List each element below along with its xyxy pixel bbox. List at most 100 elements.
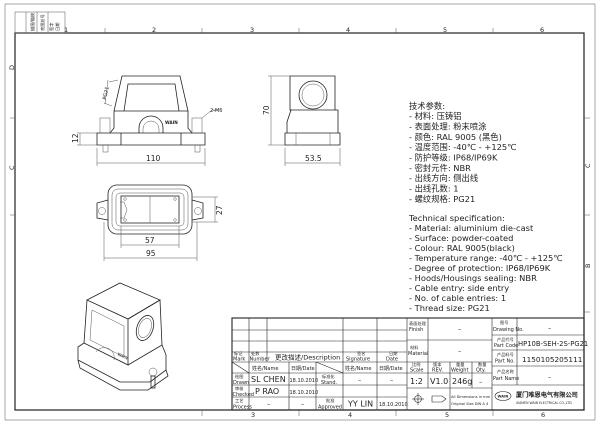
company-logo: WAIN (494, 391, 512, 401)
spec-cn-line: - 材料: 压铸铝 (409, 111, 462, 121)
row-marker: D (8, 65, 16, 70)
approved-label: Approved (318, 405, 342, 411)
process-label-cn: 工艺 (235, 398, 243, 403)
front-view: WAIN 110 12 PG21 2-M6 (71, 75, 222, 166)
size-note: Original Size DIN A 4 (451, 402, 489, 406)
row-marker: B (584, 264, 592, 268)
qty-label: Qty. (476, 368, 486, 374)
drawn-date: 18.10.2010 (290, 378, 319, 384)
part-code-label: Part Code (494, 343, 518, 349)
drawn-name: SL CHEN (251, 375, 286, 384)
spec-en-line: - Temperature range: -40℃ - +125℃ (409, 253, 563, 263)
iso-logo: WAIN (117, 351, 129, 360)
date-label: Date (386, 357, 398, 363)
finish-label-cn: 表面处理 (409, 320, 427, 327)
spec-en-line: - Surface: powder-coated (409, 233, 513, 243)
dim-height-top: 27 (215, 205, 224, 215)
spec-en-line: - Colour: RAL 9005(black) (409, 243, 515, 253)
thread-label: PG21 (102, 86, 111, 100)
name-header: 姓名/Name (252, 365, 278, 372)
part-name-label-cn: 产品名称 (497, 368, 514, 375)
corner-stamp: 描图/描校 底图总号 签字 日期 (14, 11, 66, 34)
screw-label: 2-M6 (210, 108, 222, 114)
corner-label: 签字 (48, 23, 54, 31)
signature-label: Signature (346, 357, 370, 363)
col-marker: 6 (540, 26, 544, 34)
side-view: 70 53.5 (262, 75, 341, 166)
spec-en-line: - Degree of protection: IP68/IP69K (409, 263, 551, 273)
title-block: 标记 Mark 处数 Number 更改描述/Description 签名 Si… (231, 317, 588, 411)
drawing-no-value: – (548, 324, 551, 332)
spec-cn-line: - 出线孔数: 1 (409, 184, 459, 194)
mark-label: Mark (233, 357, 245, 363)
material-value: – (458, 347, 461, 355)
rev-value: V1.0 (430, 377, 448, 386)
col-marker: 1 (64, 26, 68, 34)
col-marker: 3 (250, 26, 254, 34)
rev-label-cn: 版本 (433, 361, 442, 368)
row-marker: C (8, 165, 16, 170)
spec-en: Technical specification: - Material: alu… (408, 213, 563, 313)
dim-height-side: 70 (262, 105, 271, 115)
number-label: Number (250, 357, 271, 363)
spec-cn-line: 技术参数: (409, 101, 445, 111)
company-name-en: XIAMEN WAIN ELECTRICAL CO.,LTD (516, 401, 572, 405)
approved-label-cn: 批准 (326, 397, 334, 404)
drawing-no-label: Drawing No. (493, 327, 524, 333)
col-marker: 4 (346, 26, 350, 34)
col-marker: 5 (443, 26, 447, 34)
spec-cn: 技术参数: - 材料: 压铸铝 - 表面处理: 粉末喷涂 - 颜色: RAL 9… (409, 101, 517, 204)
date-header: 日期/Date (379, 366, 403, 372)
finish-label: Finish (409, 327, 423, 333)
sheet-border (4, 3, 596, 421)
description-label: 更改描述/Description (275, 353, 340, 362)
isometric-view: WAIN (77, 282, 169, 391)
spec-cn-line: - 螺纹规格: PG21 (409, 194, 475, 204)
spec-cn-line: - 密封元件: NBR (409, 163, 471, 173)
scale-label: Scale (410, 368, 423, 374)
weight-label: Weight (451, 368, 468, 374)
number-label-cn: 处数 (251, 350, 260, 357)
stand-date: – (390, 376, 393, 384)
projection-symbol-icon (412, 393, 447, 405)
part-name-label: Part Name (493, 376, 519, 382)
process-date: – (301, 400, 304, 408)
dim-outer: 95 (146, 249, 156, 258)
finish-value: – (458, 325, 461, 333)
spec-en-line: Technical specification: (408, 213, 505, 223)
corner-label: 日期 (55, 23, 61, 31)
dims-note: All Dimensions in mm (451, 395, 491, 399)
spec-cn-line: - 表面处理: 粉末喷涂 (409, 122, 487, 132)
material-label-cn: 材料 (410, 344, 419, 351)
spec-en-line: - Cable entry: side entry (409, 283, 509, 293)
spec-cn-line: - 温度范围: -40℃ - +125℃ (409, 142, 517, 152)
spec-cn-line: - 颜色: RAL 9005 (黑色) (409, 132, 502, 142)
row-markers: D C C B (8, 65, 592, 313)
spec-en-line: - Thread size: PG21 (409, 303, 490, 313)
qty-value: – (479, 378, 482, 386)
spec-en-line: - Material: aluminium die-cast (409, 223, 534, 233)
date-label-cn: 日期 (389, 351, 397, 357)
mark-label-cn: 标记 (234, 350, 243, 357)
dim-width-side: 53.5 (305, 154, 322, 163)
signature-label-cn: 签名 (357, 350, 365, 357)
spec-en-line: - No. of cable entries: 1 (409, 293, 506, 303)
col-marker: 5 (445, 411, 449, 419)
spec-en-line: - Hoods/Housings sealing: NBR (409, 273, 537, 283)
weight-value: 246g (452, 377, 472, 386)
part-no-label: Part No. (495, 359, 515, 365)
weight-label-cn: 重量 (456, 361, 464, 368)
part-name-value: – (548, 373, 551, 381)
top-view: 57 95 27 (96, 184, 224, 261)
drawn-label: Drawn (233, 380, 249, 386)
column-markers-bottom: 3 4 5 6 (201, 410, 545, 419)
checked-date: 18.10.2010 (290, 390, 319, 396)
checked-name: P RAO (255, 387, 279, 396)
col-marker: 4 (348, 411, 352, 419)
checked-label-cn: 审核 (235, 385, 244, 392)
process-name: – (267, 400, 270, 408)
part-code-value: HP10B-SEH-2S-PG21 (518, 340, 588, 348)
date-header: 日期/Date (291, 366, 315, 372)
col-marker: 3 (251, 411, 255, 419)
